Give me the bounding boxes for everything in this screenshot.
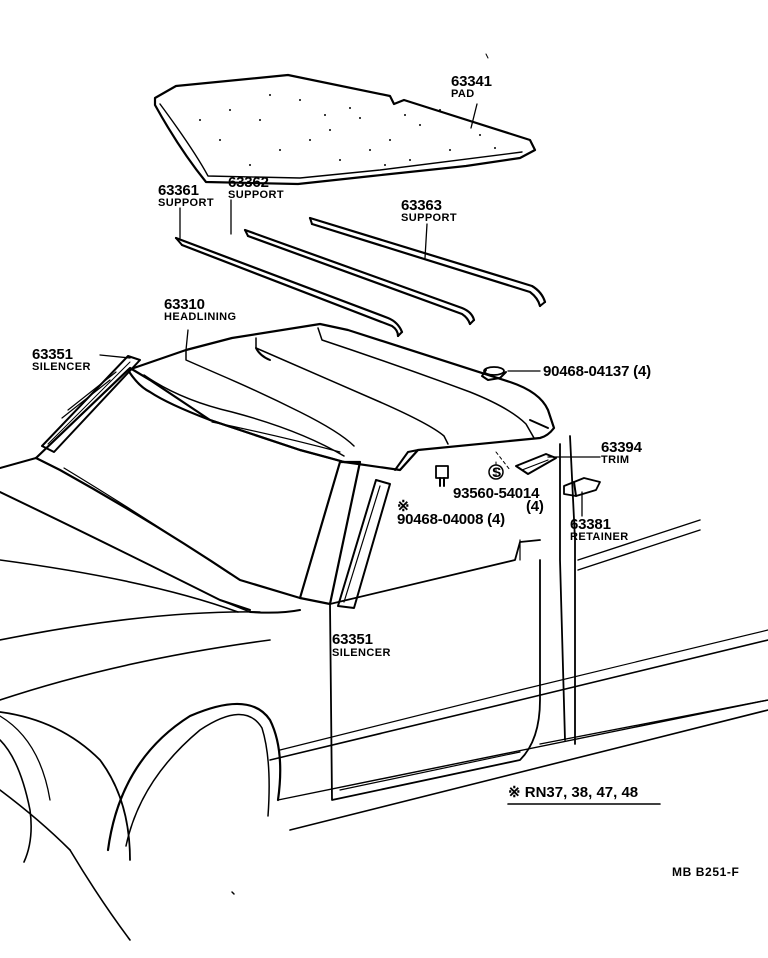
silencer-upper-part xyxy=(41,355,141,453)
headlining-name: HEADLINING xyxy=(164,311,237,323)
silencer-upper-number: 63351 xyxy=(32,346,73,363)
support-63361-name: SUPPORT xyxy=(158,197,214,209)
trim-name: TRIM xyxy=(601,454,630,466)
support-63362-number: 63362 xyxy=(228,174,269,191)
headlining-number: 63310 xyxy=(164,296,205,313)
retainer-name: RETAINER xyxy=(570,531,629,543)
support-63361-part xyxy=(174,236,404,338)
drawing-code: MB B251-F xyxy=(672,865,740,879)
screw-quantity: (4) xyxy=(526,498,544,515)
support-63361-number: 63361 xyxy=(158,182,199,199)
silencer-lower-number: 63351 xyxy=(332,631,373,648)
support-63362-name: SUPPORT xyxy=(228,189,284,201)
screw-symbol xyxy=(488,464,504,480)
support-63363-part xyxy=(308,216,547,308)
clip-top-number: 90468-04137 (4) xyxy=(543,363,651,380)
silencer-lower-name: SILENCER xyxy=(332,647,391,659)
silencer-upper-name: SILENCER xyxy=(32,361,91,373)
screw-symbol-letter: S xyxy=(492,464,502,480)
pad-texture xyxy=(199,94,496,166)
support-63362-part xyxy=(243,228,476,326)
clip-side-number: 90468-04008 (4) xyxy=(397,511,505,528)
retainer-number: 63381 xyxy=(570,516,611,533)
pad-part-number: 63341 xyxy=(451,73,492,90)
applicability-note: ※ RN37, 38, 47, 48 xyxy=(508,784,639,801)
pad-part-name: PAD xyxy=(451,88,475,100)
trim-number: 63394 xyxy=(601,439,642,456)
support-63363-name: SUPPORT xyxy=(401,212,457,224)
support-63363-number: 63363 xyxy=(401,197,442,214)
trim-part xyxy=(515,453,557,475)
vehicle-body xyxy=(0,366,768,941)
clip-side-part xyxy=(435,465,449,487)
screw-number: 93560-54014 xyxy=(453,485,540,502)
clip-top-part xyxy=(481,366,507,381)
retainer-part xyxy=(563,477,601,497)
pad-part xyxy=(153,73,537,186)
headlining-part xyxy=(126,322,556,472)
clip-side-mark: ※ xyxy=(397,498,410,515)
